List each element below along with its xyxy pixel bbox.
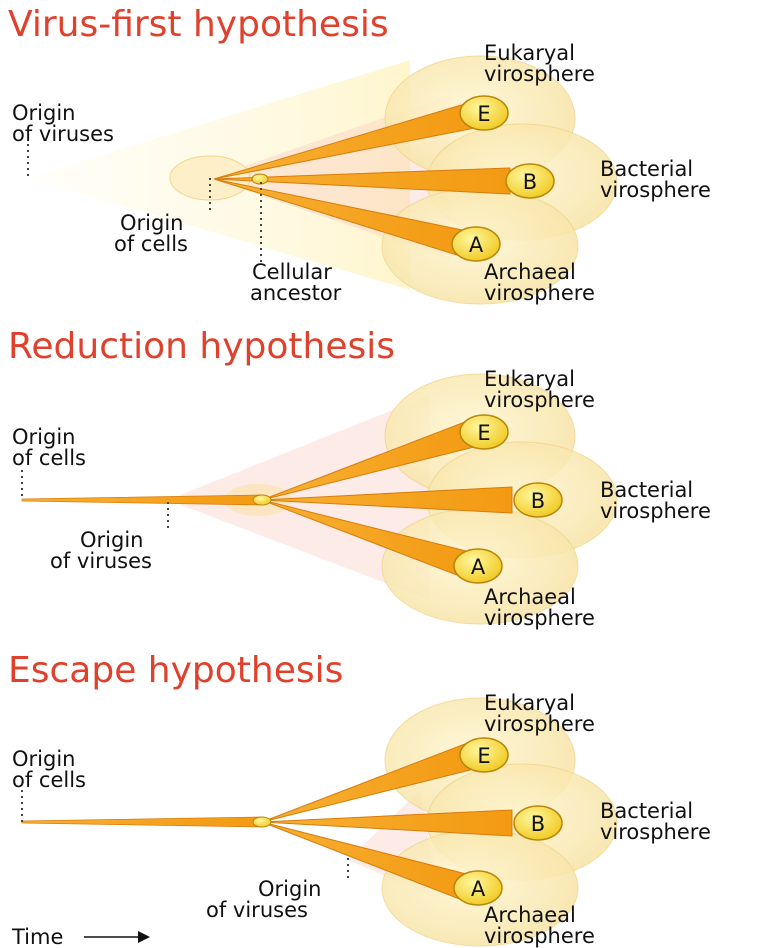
label-eukaryal: Eukaryal virosphere — [484, 367, 595, 412]
panel-reduction: Reduction hypothesis E B A Origin of cel… — [8, 326, 711, 630]
node-label-b: B — [531, 489, 545, 513]
node-archaeal: A — [454, 871, 502, 905]
node-label-e: E — [477, 102, 490, 126]
label-archaeal: Archaeal virosphere — [484, 260, 595, 305]
label-eukaryal: Eukaryal virosphere — [484, 41, 595, 86]
node-label-a: A — [471, 877, 486, 901]
panel-escape: Escape hypothesis E B A Origin of cells — [8, 650, 711, 948]
node-bacterial: B — [506, 164, 554, 198]
node-eukaryal: E — [460, 738, 508, 772]
node-label-b: B — [523, 170, 537, 194]
panel-title: Escape hypothesis — [8, 650, 343, 691]
label-archaeal: Archaeal virosphere — [484, 585, 595, 630]
node-eukaryal: E — [460, 96, 508, 130]
label-origin-cells: Origin of cells — [12, 747, 86, 792]
label-bacterial: Bacterial virosphere — [600, 157, 711, 202]
node-label-b: B — [531, 812, 545, 836]
time-arrow-icon — [84, 931, 150, 943]
label-bacterial: Bacterial virosphere — [600, 478, 711, 523]
label-origin-viruses: Origin of viruses — [50, 528, 152, 573]
node-eukaryal: E — [460, 415, 508, 449]
label-origin-cells: Origin of cells — [114, 211, 190, 256]
label-archaeal: Archaeal virosphere — [484, 903, 595, 948]
label-origin-cells: Origin of cells — [12, 425, 86, 470]
label-origin-viruses: Origin of viruses — [12, 101, 114, 146]
time-label: Time — [11, 925, 63, 948]
label-eukaryal: Eukaryal virosphere — [484, 691, 595, 736]
label-cellular-ancestor: Cellular ancestor — [250, 260, 342, 305]
branch-stem — [22, 817, 262, 827]
node-label-a: A — [471, 555, 486, 579]
node-archaeal: A — [454, 549, 502, 583]
branch-stem — [22, 495, 262, 505]
node-label-e: E — [477, 744, 490, 768]
label-origin-viruses: Origin of viruses — [206, 877, 328, 922]
panel-virus-first: Virus-first hypothesis E B A — [8, 4, 711, 305]
node-label-a: A — [469, 233, 484, 257]
node-bacterial: B — [514, 806, 562, 840]
node-archaeal: A — [452, 227, 500, 261]
ancestor-node — [253, 495, 271, 505]
label-bacterial: Bacterial virosphere — [600, 799, 711, 844]
node-bacterial: B — [514, 483, 562, 517]
panel-title: Reduction hypothesis — [8, 326, 395, 367]
panel-title: Virus-first hypothesis — [8, 4, 389, 45]
node-label-e: E — [477, 421, 490, 445]
ancestor-node — [253, 817, 271, 827]
